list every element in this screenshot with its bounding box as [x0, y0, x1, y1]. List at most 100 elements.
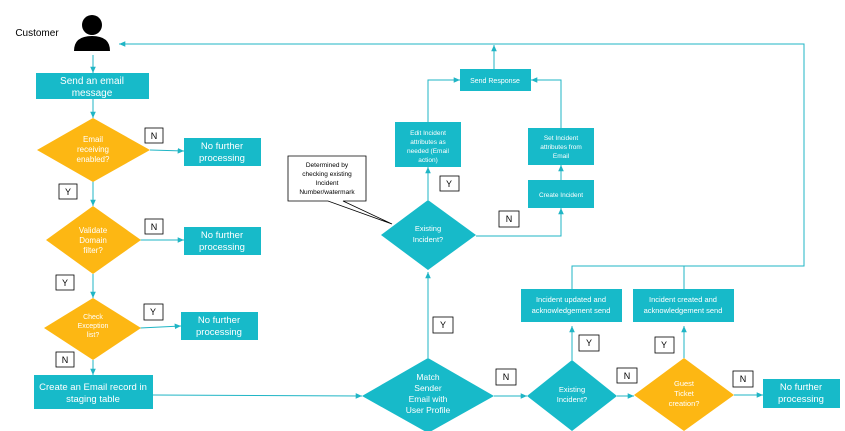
connectors [90, 41, 805, 399]
svg-text:action): action) [418, 157, 438, 164]
svg-text:acknowledgement send: acknowledgement send [644, 306, 723, 315]
svg-text:Incident created and: Incident created and [649, 295, 717, 304]
svg-text:N: N [151, 222, 158, 232]
no-further-box-1: No further processing [184, 138, 261, 166]
svg-text:Send an email: Send an email [60, 76, 124, 87]
svg-text:Set Incident: Set Incident [544, 135, 579, 142]
svg-text:checking existing: checking existing [302, 171, 352, 178]
create-record-box: Create an Email record in staging table [34, 375, 153, 409]
send-email-box: Send an email message [36, 73, 149, 99]
label-email-no: N [144, 127, 164, 144]
label-guest-no: N [732, 370, 754, 388]
svg-text:Email: Email [553, 153, 570, 160]
svg-text:Y: Y [62, 278, 68, 288]
label-exception-yes: Y [143, 303, 164, 321]
validate-domain-decision: Validate Domain filter? [46, 206, 141, 274]
existing-incident-top-decision: Existing Incident? [381, 200, 476, 270]
svg-text:processing: processing [199, 242, 245, 253]
svg-text:processing: processing [199, 153, 245, 164]
label-email-yes: Y [58, 183, 78, 200]
svg-text:No further: No further [780, 382, 822, 393]
no-further-box-2: No further processing [184, 227, 261, 255]
svg-text:No further: No further [198, 315, 240, 326]
edit-incident-box: Edit Incident attributes as needed (Emai… [395, 122, 461, 167]
svg-text:Determined by: Determined by [306, 162, 349, 169]
svg-text:Email with: Email with [409, 394, 448, 404]
svg-text:No further: No further [201, 230, 243, 241]
svg-text:Validate: Validate [79, 226, 108, 235]
label-match-yes: Y [432, 316, 454, 334]
guest-ticket-decision: Guest Ticket creation? [634, 358, 734, 431]
svg-text:Check: Check [83, 314, 103, 321]
svg-text:N: N [506, 214, 513, 224]
svg-text:Y: Y [586, 338, 592, 348]
svg-text:Y: Y [150, 307, 156, 317]
watermark-callout: Determined by checking existing Incident… [287, 155, 393, 225]
svg-text:message: message [72, 88, 113, 99]
no-further-box-3: No further processing [181, 312, 258, 340]
svg-text:Existing: Existing [415, 224, 441, 233]
customer-actor: Customer [15, 15, 110, 51]
svg-text:Send Response: Send Response [470, 78, 520, 85]
svg-text:Y: Y [65, 187, 71, 197]
label-existing-top-no: N [498, 210, 520, 228]
svg-text:N: N [151, 131, 158, 141]
svg-text:staging table: staging table [66, 394, 120, 405]
svg-text:N: N [62, 355, 69, 365]
svg-text:creation?: creation? [669, 399, 700, 408]
svg-text:Ticket: Ticket [674, 389, 695, 398]
svg-text:processing: processing [196, 327, 242, 338]
svg-text:processing: processing [778, 394, 824, 405]
label-existing-bottom-no: N [616, 367, 638, 384]
customer-label: Customer [15, 28, 59, 39]
label-domain-yes: Y [55, 274, 75, 291]
svg-text:N: N [503, 372, 510, 382]
email-enabled-decision: Email receiving enabled? [37, 118, 150, 182]
label-guest-yes: Y [654, 336, 675, 354]
svg-text:Guest: Guest [674, 379, 695, 388]
match-sender-decision: Match Sender Email with User Profile [362, 358, 494, 431]
set-incident-box: Set Incident attributes from Email [528, 128, 594, 165]
svg-text:needed (Email: needed (Email [407, 148, 449, 155]
svg-text:filter?: filter? [83, 246, 103, 255]
existing-incident-bottom-decision: Existing Incident? [527, 360, 617, 431]
svg-text:Exception: Exception [78, 323, 109, 330]
svg-text:Number/watermark: Number/watermark [299, 189, 355, 196]
svg-text:Incident?: Incident? [557, 395, 587, 404]
svg-text:N: N [740, 374, 747, 384]
svg-text:Existing: Existing [559, 385, 585, 394]
svg-text:list?: list? [87, 332, 100, 339]
label-existing-bottom-yes: Y [578, 334, 600, 352]
svg-text:Create Incident: Create Incident [539, 192, 583, 199]
svg-text:attributes as: attributes as [410, 139, 446, 146]
svg-text:N: N [624, 371, 631, 381]
svg-text:Incident: Incident [316, 180, 339, 187]
svg-text:No further: No further [201, 141, 243, 152]
svg-text:Incident?: Incident? [413, 235, 443, 244]
svg-text:attributes from: attributes from [540, 144, 582, 151]
svg-text:Y: Y [440, 320, 446, 330]
svg-text:Email: Email [83, 135, 103, 144]
no-further-box-4: No further processing [763, 379, 840, 408]
incident-updated-box: Incident updated and acknowledgement sen… [521, 289, 622, 322]
decision-labels: N Y N Y Y N Y N Y N Y N Y N [55, 127, 754, 388]
svg-text:Match: Match [416, 372, 439, 382]
create-incident-box: Create Incident [528, 180, 594, 208]
send-response-box: Send Response [460, 69, 531, 91]
svg-text:acknowledgement send: acknowledgement send [532, 306, 611, 315]
svg-text:User Profile: User Profile [406, 405, 451, 415]
person-icon [74, 15, 110, 51]
svg-text:Edit Incident: Edit Incident [410, 130, 446, 137]
label-existing-top-yes: Y [439, 175, 460, 192]
label-match-no: N [495, 368, 517, 386]
incident-created-box: Incident created and acknowledgement sen… [633, 289, 734, 322]
svg-text:Create an Email record in: Create an Email record in [39, 382, 147, 393]
svg-text:Sender: Sender [414, 383, 442, 393]
label-domain-no: N [144, 218, 164, 235]
label-exception-no: N [55, 351, 75, 368]
svg-text:Incident updated and: Incident updated and [536, 295, 606, 304]
svg-text:Domain: Domain [79, 236, 107, 245]
svg-text:receiving: receiving [77, 145, 109, 154]
